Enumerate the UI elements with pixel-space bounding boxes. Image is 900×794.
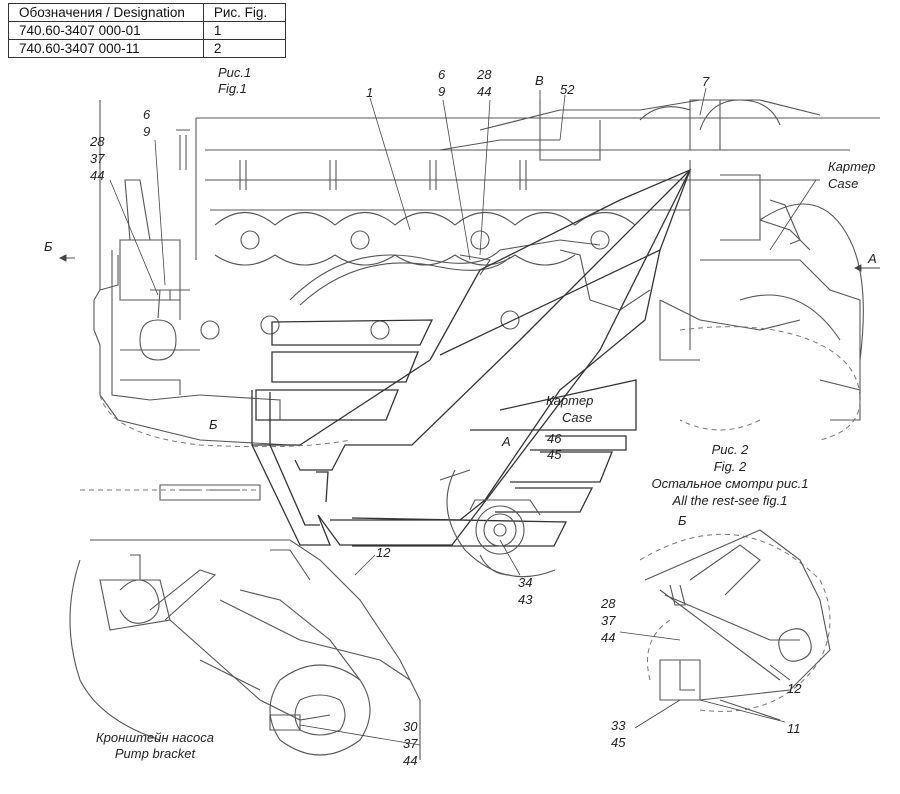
fig2-drawing <box>644 529 831 721</box>
callout-9: 9 <box>438 84 446 99</box>
table-row: 740.60-3407 000-01 1 <box>8 21 287 40</box>
header-designation: Обозначения / Designation <box>8 3 204 22</box>
callout-44: 44 <box>403 753 418 768</box>
callout-9: 9 <box>143 124 151 139</box>
leader-lines <box>109 87 817 746</box>
designation-cell: 740.60-3407 000-11 <box>8 39 204 58</box>
fig2-caption-en: Fig. 2 <box>713 459 747 474</box>
callout-34: 34 <box>518 575 533 590</box>
callout-37: 37 <box>90 151 105 166</box>
callout-11: 11 <box>787 721 801 736</box>
pipe-duct <box>251 168 692 547</box>
callout-28: 28 <box>601 596 616 611</box>
fig-cell: 2 <box>202 39 287 58</box>
pump-bracket-drawing <box>69 484 421 760</box>
view-arrows <box>58 90 880 272</box>
callout-1: 1 <box>366 85 374 100</box>
callout-44: 44 <box>90 168 105 183</box>
view-a-right: A <box>868 251 877 266</box>
fig-cell: 1 <box>202 21 287 40</box>
callout-6: 6 <box>143 107 151 122</box>
inset-a-drawing <box>439 469 556 578</box>
callout-6: 6 <box>438 67 446 82</box>
hidden-lines <box>80 326 861 712</box>
view-v-top: В <box>535 73 544 88</box>
callout-44: 44 <box>477 84 492 99</box>
callout-12: 12 <box>376 545 391 560</box>
designation-cell: 740.60-3407 000-01 <box>8 21 204 40</box>
view-b-left: Б <box>44 239 53 254</box>
callout-43: 43 <box>518 592 533 607</box>
header-fig: Рис. Fig. <box>202 3 287 22</box>
case-upper-ru: Картер <box>828 159 876 174</box>
callout-28: 28 <box>90 134 105 149</box>
table-row: 740.60-3407 000-11 2 <box>8 39 287 58</box>
view-b-fig2: Б <box>678 513 687 528</box>
view-b-lower: Б <box>209 417 218 432</box>
fig2-caption-ru: Рис. 2 <box>711 442 749 457</box>
callout-45: 45 <box>611 735 626 750</box>
view-a-inset: A <box>502 434 511 449</box>
pump-bracket-caption-en: Pump bracket <box>114 746 196 761</box>
callout-33: 33 <box>611 718 626 733</box>
callout-37: 37 <box>601 613 616 628</box>
callout-45: 45 <box>547 447 562 462</box>
callout-7: 7 <box>702 74 710 89</box>
designation-table: Обозначения / Designation Рис. Fig. 740.… <box>8 3 287 58</box>
engine-drawing <box>93 99 880 446</box>
callout-30: 30 <box>403 719 418 734</box>
case-upper-en: Case <box>828 176 859 191</box>
callout-37: 37 <box>403 736 418 751</box>
pump-bracket-caption-ru: Кронштейн насоса <box>96 730 214 745</box>
fig2-rest-en: All the rest-see fig.1 <box>672 493 788 508</box>
callout-12: 12 <box>787 681 802 696</box>
case-inset-ru: Картер <box>546 393 594 408</box>
fig1-caption-en: Fig.1 <box>218 81 247 96</box>
callout-52: 52 <box>560 82 575 97</box>
table-header-row: Обозначения / Designation Рис. Fig. <box>8 3 287 22</box>
callout-28: 28 <box>477 67 492 82</box>
case-inset-en: Case <box>562 410 593 425</box>
fig2-rest-ru: Остальное смотри рис.1 <box>651 476 809 491</box>
callout-46: 46 <box>547 431 562 446</box>
callout-44: 44 <box>601 630 616 645</box>
fig1-caption-ru: Рис.1 <box>218 65 252 80</box>
